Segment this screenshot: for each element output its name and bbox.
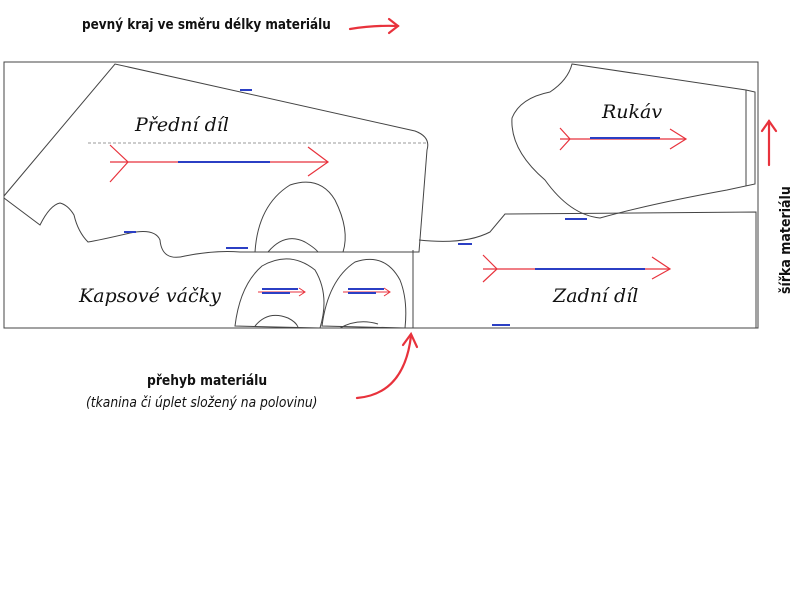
front-piece-outline	[3, 63, 429, 258]
pocket-right-inner	[339, 321, 379, 329]
length-direction-arrow	[348, 17, 400, 35]
length-direction-label: pevný kraj ve směru délky materiálu	[82, 17, 331, 33]
fold-title: přehyb materiálu	[147, 373, 268, 389]
pocket-right-outline	[321, 258, 407, 329]
pocket-left-inner	[254, 314, 299, 328]
width-direction-arrow	[760, 119, 778, 167]
width-label: šířka materiálu	[778, 186, 794, 294]
sleeve-outline	[511, 63, 756, 219]
front-dart-curve	[254, 181, 346, 253]
grainline-front	[109, 144, 330, 183]
fold-arrow	[355, 331, 419, 400]
fabric-outline	[3, 61, 759, 329]
front-inner-curve	[267, 238, 319, 253]
pocket-left-outline	[234, 258, 325, 329]
fold-subtitle: (tkanina či úplet složený na polovinu)	[86, 395, 318, 411]
sleeve-label: Rukáv	[602, 101, 663, 123]
pattern-notes	[124, 89, 660, 326]
front-piece-label: Přední díl	[135, 114, 229, 136]
back-piece-outline	[413, 211, 757, 329]
pockets-label: Kapsové váčky	[79, 285, 221, 307]
back-piece-label: Zadní díl	[553, 285, 639, 307]
